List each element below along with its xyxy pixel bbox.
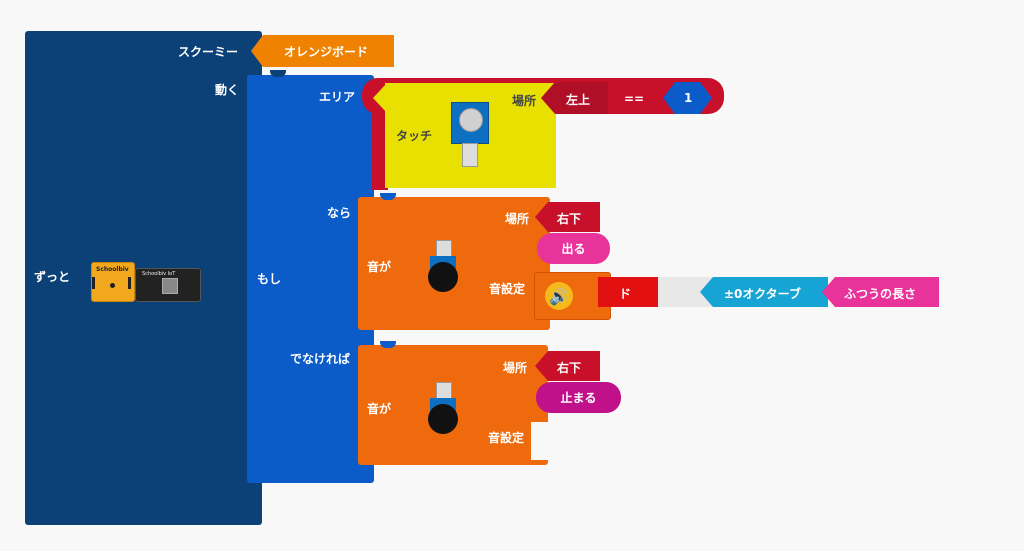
place-selector-bottomright[interactable] [535,202,600,232]
board-value: オレンジボード [284,45,369,59]
board-selector-dropdown[interactable] [251,35,394,67]
place-value-topleft: 左上 [566,93,591,107]
schoolbiv-iot-board-icon: Schoolbiv IoT [135,268,201,302]
note-value: ド [619,287,632,301]
touch-label: タッチ [396,129,433,143]
note-block[interactable] [598,277,658,307]
move-label: 動く [215,83,240,97]
area-label: エリア [319,90,356,104]
length-value: ふつうの長さ [844,287,917,301]
then-label: なら [327,206,352,220]
sound-off-label: 音が [367,402,392,416]
place-selector-bottomright-2[interactable] [535,351,600,381]
if-else-block[interactable] [247,75,374,483]
sound-off-action[interactable]: 止まる [536,382,621,413]
chip-right-label: Schoolbiv IoT [142,271,176,277]
else-label: でなければ [290,352,351,366]
sound-on-action-label: 出る [561,242,586,256]
sound-off-place-label: 場所 [503,361,528,375]
compare-block-side [372,100,388,190]
if-notch [270,70,286,77]
schoolbiv-board-icon: Schoolbiv [91,262,135,302]
sound-off-notch [380,341,396,348]
sound-setting-label: 音設定 [489,282,526,296]
place-value-bottomright-2: 右下 [557,361,582,375]
length-selector[interactable] [822,277,939,307]
octave-selector[interactable] [700,277,828,307]
compare-operator[interactable]: == [624,92,645,106]
touch-sensor-icon [451,102,489,144]
sound-off-setting-label: 音設定 [488,431,525,445]
place-value-bottomright: 右下 [557,212,582,226]
sound-on-notch [380,193,396,200]
area-place-label: 場所 [512,94,537,108]
compare-value: 1 [684,91,693,105]
buzzer-icon [428,240,458,295]
touch-sensor-leg [462,143,478,167]
board-label: スクーミー [178,45,239,59]
touch-sensor-notch [373,83,387,113]
if-label: もし [257,272,282,286]
sound-on-place-label: 場所 [505,212,530,226]
forever-label: ずっと [34,270,71,284]
speaker-icon[interactable]: 🔊 [545,282,573,310]
buzzer-icon-2 [428,382,458,437]
place-selector-topleft[interactable] [541,82,608,114]
sound-on-label: 音が [367,260,392,274]
compare-value-input[interactable] [663,82,712,114]
octave-value: ±0オクターブ [724,287,801,301]
sound-off-action-label: 止まる [560,391,597,405]
chip-left-label: Schoolbiv [96,266,129,273]
sound-off-slot [531,422,551,460]
sound-on-action[interactable]: 出る [537,233,610,264]
